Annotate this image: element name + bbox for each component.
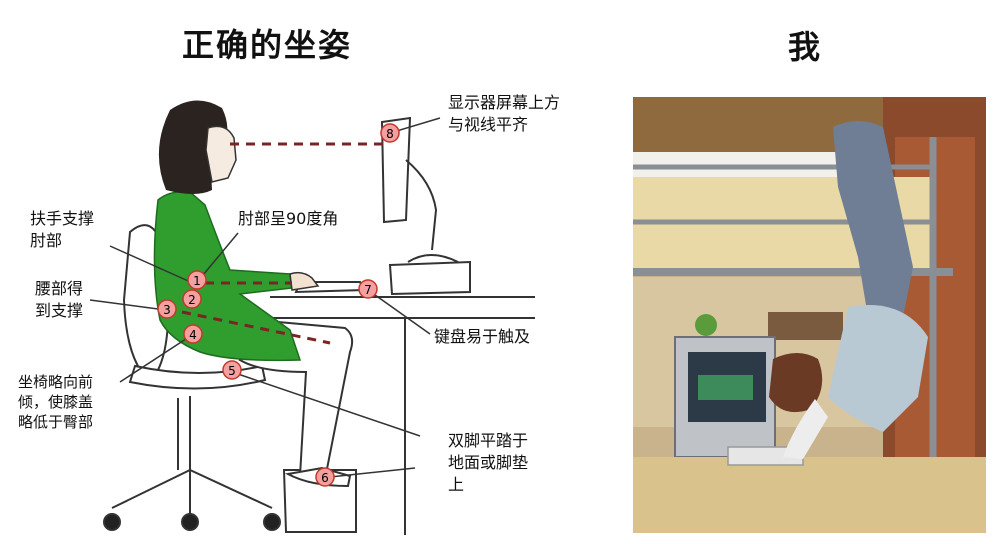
monitor	[380, 116, 471, 296]
svg-text:3: 3	[163, 303, 171, 317]
marker-7: 7	[358, 279, 378, 299]
label-armrest: 扶手支撑 肘部	[30, 209, 95, 250]
marker-8: 8	[380, 123, 400, 143]
marker-2: 2	[182, 289, 202, 309]
svg-text:6: 6	[321, 471, 329, 485]
face	[205, 125, 237, 183]
label-lumbar: 腰部得 到支撑	[35, 279, 84, 320]
marker-3: 3	[157, 299, 177, 319]
marker-5: 5	[222, 360, 242, 380]
markers: 1 2 3 4 5 6 7 8	[157, 123, 400, 487]
callout-lines	[89, 117, 441, 478]
label-elbow-angle: 肘部呈90度角	[238, 209, 339, 228]
marker-1: 1	[187, 270, 207, 290]
svg-text:1: 1	[193, 274, 201, 288]
svg-text:7: 7	[364, 283, 372, 297]
left-title: 正确的坐姿	[182, 26, 353, 64]
svg-text:8: 8	[386, 127, 394, 141]
dress	[153, 190, 302, 362]
guide-lines	[181, 142, 384, 345]
photo-bunk-desk	[633, 97, 986, 533]
right-title: 我	[788, 28, 823, 66]
label-feet: 双脚平踏于 地面或脚垫 上	[448, 431, 529, 494]
label-keyboard: 键盘易于触及	[434, 327, 531, 346]
posture-illustration: 1 2 3 4 5 6 7 8	[89, 100, 535, 535]
svg-text:4: 4	[189, 328, 197, 342]
label-monitor: 显示器屏幕上方 与视线平齐	[448, 93, 561, 134]
svg-text:2: 2	[188, 293, 196, 307]
marker-6: 6	[315, 467, 335, 487]
label-chair-tilt: 坐椅略向前 倾，使膝盖 略低于臀部	[18, 373, 94, 431]
desk	[270, 296, 535, 535]
marker-4: 4	[183, 324, 203, 344]
svg-text:5: 5	[228, 364, 236, 378]
